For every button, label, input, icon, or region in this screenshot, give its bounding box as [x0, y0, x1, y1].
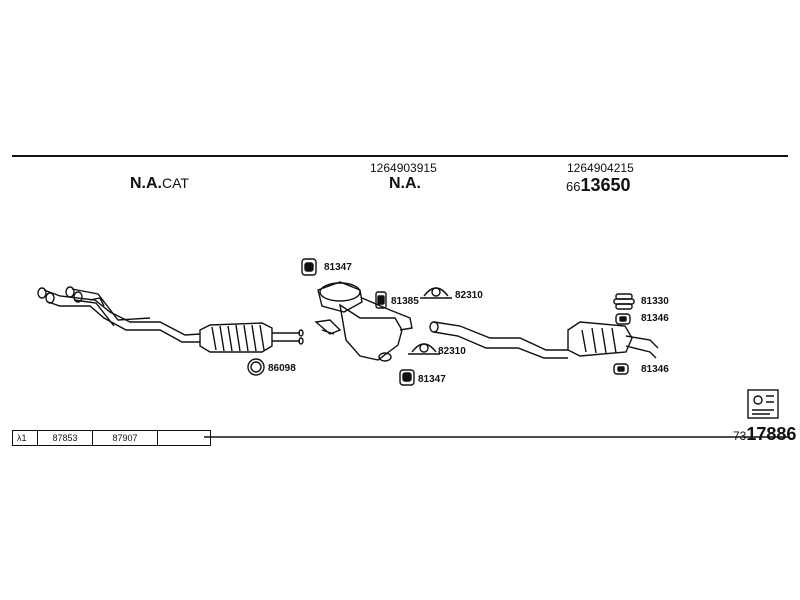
- col1-title-suffix: CAT: [162, 175, 189, 191]
- col3-prefix: 66: [566, 179, 581, 194]
- rubber-hanger-icon-top: [301, 258, 317, 276]
- footer-cell-2: 87907: [93, 431, 158, 445]
- part-label-81330: 81330: [641, 296, 669, 307]
- col1-title-prefix: N.A.: [130, 175, 162, 192]
- rubber-hanger-icon-81385: [375, 291, 387, 309]
- top-divider-line: [12, 155, 788, 157]
- footer-code-prefix: 73: [733, 429, 747, 443]
- front-pipe-drawing: [37, 286, 201, 343]
- front-silencer-drawing: [199, 322, 304, 353]
- clamp-icon-bottom: [408, 343, 440, 355]
- footer-parts-table: λ1 87853 87907: [12, 430, 211, 446]
- footer-cell-3: [158, 431, 210, 445]
- part-label-81347-top: 81347: [324, 262, 352, 273]
- col3-title: 6613650: [566, 175, 631, 196]
- footer-code-number: 17886: [746, 424, 797, 444]
- clamp-icon-81346-bottom: [613, 363, 629, 375]
- clamp-icon-top: [420, 287, 452, 299]
- part-label-81385: 81385: [391, 296, 419, 307]
- gasket-ring-icon: [247, 358, 265, 376]
- clamp-icon-81346-top: [615, 313, 631, 325]
- rear-silencer-drawing: [429, 321, 659, 359]
- col3-ref: 1264904215: [567, 161, 634, 175]
- footer-cell-1: 87853: [38, 431, 93, 445]
- part-label-86098: 86098: [268, 363, 296, 374]
- center-silencer-drawing: [314, 281, 413, 362]
- footer-lambda-cell: λ1: [13, 431, 38, 445]
- rubber-hanger-icon-bottom: [399, 369, 415, 386]
- col2-ref: 1264903915: [370, 161, 437, 175]
- footer-code: 7317886: [733, 424, 796, 445]
- col1-title: N.A.CAT: [130, 175, 189, 193]
- part-label-82310-top: 82310: [455, 290, 483, 301]
- part-label-81347-bottom: 81347: [418, 374, 446, 385]
- col2-title: N.A.: [389, 175, 421, 192]
- part-label-81346-bottom: 81346: [641, 364, 669, 375]
- document-icon: [747, 389, 779, 419]
- part-label-82310-bottom: 82310: [438, 346, 466, 357]
- col3-number: 13650: [580, 175, 631, 195]
- part-label-81346-top: 81346: [641, 313, 669, 324]
- rubber-hanger-icon-81330: [613, 293, 635, 310]
